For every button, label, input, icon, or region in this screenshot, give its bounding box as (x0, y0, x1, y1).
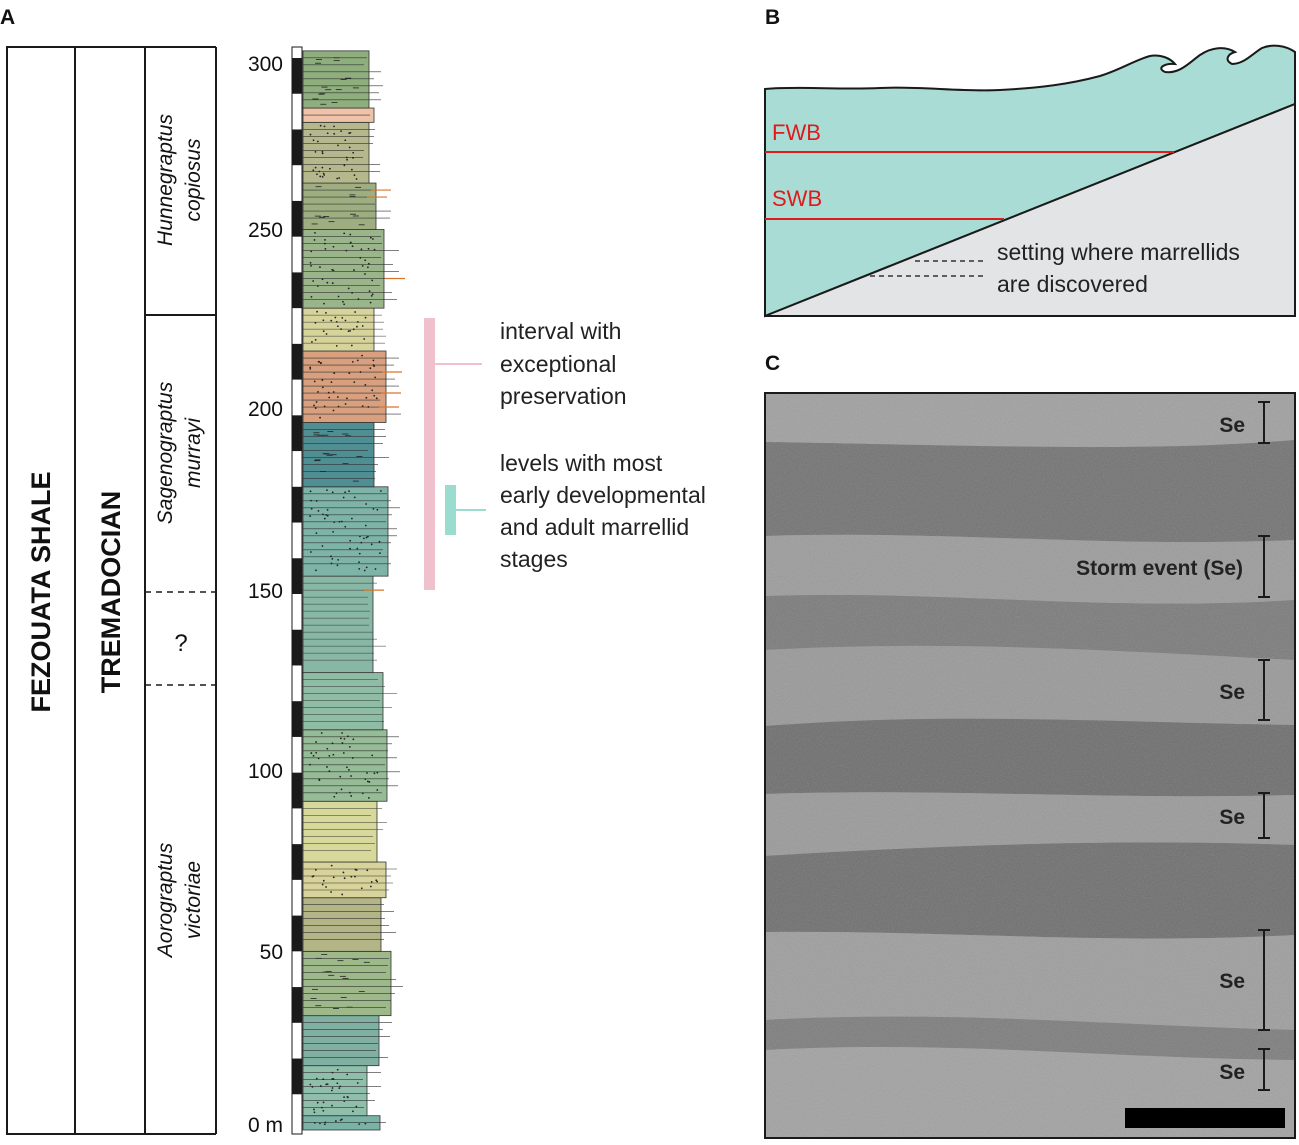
depth-label-50: 50 (260, 941, 283, 964)
svg-text:stages: stages (500, 546, 568, 572)
svg-text:setting where marrellids: setting where marrellids (997, 239, 1240, 265)
biozone-hunnegraptus: Hunnegraptus copiosus (154, 114, 205, 246)
se-label-2: Se (1219, 681, 1245, 704)
swb-label: SWB (772, 186, 822, 211)
depth-label-100: 100 (248, 760, 283, 783)
svg-text:Hunnegraptus: Hunnegraptus (154, 114, 177, 246)
storm-event-labels: Se Storm event (Se) Se Se Se Se (1076, 414, 1245, 1084)
svg-text:early developmental: early developmental (500, 482, 706, 508)
panel-label-c: C (765, 352, 780, 375)
scale-bar (1125, 1108, 1285, 1128)
storm-event-label: Storm event (Se) (1076, 557, 1243, 580)
depth-scale-bar (291, 46, 303, 1135)
storm-event-brackets (1258, 401, 1270, 1091)
seafloor (764, 102, 1296, 317)
svg-text:Sagenograptus: Sagenograptus (154, 381, 177, 524)
depth-scale: 300 250 200 150 100 50 0 m (248, 53, 283, 1137)
biozone-aorograptus: Aorograptus victoriae (154, 842, 205, 959)
biozone-unknown: ? (174, 630, 187, 657)
se-label-3: Se (1219, 806, 1245, 829)
depth-label-300: 300 (248, 53, 283, 76)
depth-label-250: 250 (248, 219, 283, 242)
stratigraphic-table (6, 46, 217, 1135)
depth-label-200: 200 (248, 398, 283, 421)
depth-label-150: 150 (248, 580, 283, 603)
depth-label-0: 0 m (248, 1114, 283, 1137)
marrellid-setting-label: setting where marrellids are discovered (997, 239, 1240, 297)
svg-text:Aorograptus: Aorograptus (154, 842, 177, 959)
exceptional-preservation-label: interval with exceptional preservation (500, 318, 627, 409)
svg-text:preservation: preservation (500, 383, 627, 409)
svg-text:murrayi: murrayi (182, 417, 205, 488)
fwb-label: FWB (772, 120, 821, 145)
core-photograph (764, 392, 1296, 1139)
panel-label-a: A (0, 6, 15, 29)
exceptional-preservation-marker (424, 318, 482, 590)
panel-label-b: B (765, 6, 780, 29)
se-label-4: Se (1219, 970, 1245, 993)
svg-text:are discovered: are discovered (997, 271, 1148, 297)
svg-text:levels with most: levels with most (500, 450, 663, 476)
marrellid-levels-marker (445, 485, 486, 535)
svg-text:exceptional: exceptional (500, 351, 616, 377)
formation-label: FEZOUATA SHALE (26, 472, 56, 713)
svg-text:and adult marrellid: and adult marrellid (500, 514, 689, 540)
lithology-column (302, 50, 405, 1131)
marrellid-levels-label: levels with most early developmental and… (500, 450, 706, 572)
se-label-1: Se (1219, 414, 1245, 437)
se-label-5: Se (1219, 1061, 1245, 1084)
depositional-setting-diagram (764, 44, 1296, 318)
biozone-sagenograptus: Sagenograptus murrayi (154, 381, 205, 524)
sea-water (764, 44, 1296, 318)
stage-label: TREMADOCIAN (96, 491, 126, 694)
svg-text:victoriae: victoriae (182, 861, 205, 939)
svg-text:interval with: interval with (500, 318, 621, 344)
svg-text:copiosus: copiosus (182, 138, 205, 221)
